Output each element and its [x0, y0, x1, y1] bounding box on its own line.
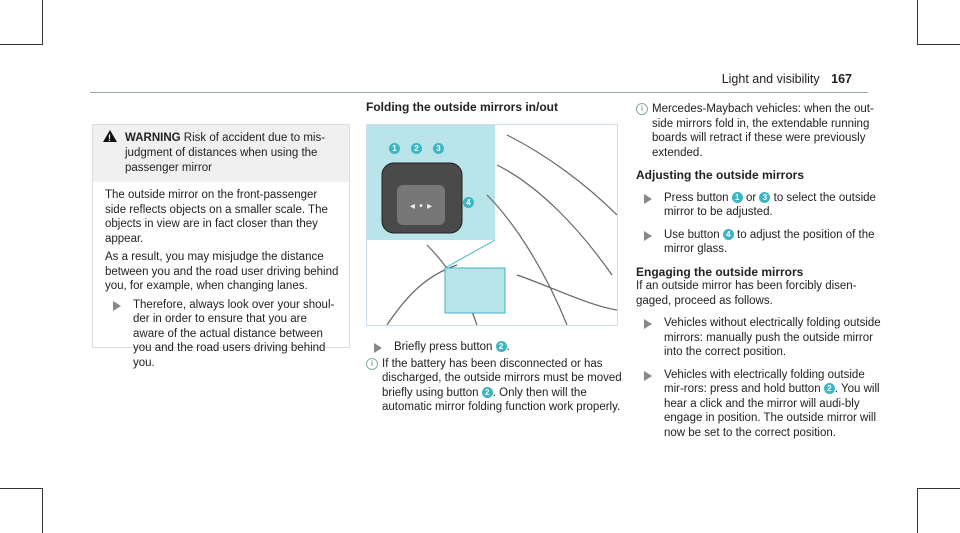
- info-text-tail: . Only then will the automatic mirror fo…: [382, 386, 621, 414]
- warning-icon: [103, 130, 117, 146]
- step-text-tail: . You will hear a click and the mirror w…: [664, 383, 880, 439]
- step-item: Briefly press button 2.: [366, 340, 622, 355]
- info-text: Mercedes-Maybach vehicles: when the out-…: [652, 103, 874, 159]
- button-badge: 2: [481, 386, 493, 398]
- crop-mark: [917, 488, 960, 489]
- step-text: to select the outside mirror to be adjus…: [664, 191, 876, 219]
- button-badge: 4: [722, 228, 734, 240]
- info-icon: i: [636, 103, 648, 115]
- warning-label: WARNING: [125, 132, 181, 144]
- mirror-switch-figure: ◂ • ▸ 1 2 3 4: [366, 124, 618, 326]
- arrow-icon: [374, 343, 382, 353]
- section-heading: Adjusting the outside mirrors: [636, 168, 805, 182]
- mirror-adjust-column: i Mercedes-Maybach vehicles: when the ou…: [636, 102, 886, 448]
- section-title: Light and visibility: [721, 72, 820, 86]
- crop-mark: [917, 488, 918, 533]
- section-folding: Folding the outside mirrors in/out: [366, 100, 622, 115]
- warning-body: The outside mirror on the front-passenge…: [93, 182, 349, 370]
- callout-badge-1: 1: [389, 143, 400, 154]
- step-item: Vehicles without electrically folding ou…: [636, 316, 886, 360]
- button-badge: 3: [759, 191, 771, 203]
- arrow-icon: [644, 193, 652, 204]
- warning-bullet: Therefore, always look over your shoul-d…: [105, 298, 339, 371]
- warning-paragraph: As a result, you may misjudge the distan…: [105, 251, 339, 292]
- step-text: Press button: [664, 191, 729, 204]
- crop-mark: [0, 44, 42, 45]
- adjust-pad: [397, 185, 445, 225]
- callout-badge-2: 2: [411, 143, 422, 154]
- page-number: 167: [831, 72, 852, 86]
- crop-mark: [917, 44, 960, 45]
- button-badge: 2: [495, 341, 507, 353]
- step-text: Briefly press button: [394, 341, 493, 353]
- section-heading: Folding the outside mirrors in/out: [366, 100, 558, 114]
- direction-arrows-icon: ◂ • ▸: [410, 201, 432, 212]
- arrow-icon: [644, 230, 652, 241]
- arrow-icon: [113, 300, 121, 311]
- callout-line: [444, 239, 496, 269]
- folding-instructions: Briefly press button 2. i If the battery…: [366, 340, 622, 417]
- crop-mark: [42, 488, 43, 533]
- section-heading: Engaging the outside mirrors: [636, 264, 804, 279]
- info-note: i Mercedes-Maybach vehicles: when the ou…: [636, 102, 886, 160]
- step-text: or: [745, 191, 757, 204]
- button-badge: 1: [731, 191, 743, 203]
- step-item: Vehicles with electrically folding outsi…: [636, 368, 886, 441]
- warning-title: Risk of accident due to mis-judgment of …: [125, 132, 326, 174]
- crop-mark: [42, 0, 43, 45]
- arrow-icon: [644, 370, 652, 381]
- button-badge: 2: [823, 383, 835, 395]
- info-note: i If the battery has been disconnected o…: [366, 357, 622, 415]
- step-item: Use button 4 to adjust the position of t…: [636, 228, 886, 257]
- warning-box: WARNING Risk of accident due to mis-judg…: [92, 124, 350, 369]
- page-header: Light and visibility 167: [722, 72, 852, 86]
- step-text: to adjust the position of the mirror gla…: [664, 228, 875, 256]
- callout-badge-3: 3: [433, 143, 444, 154]
- header-rule: [90, 92, 868, 93]
- crop-mark: [0, 488, 42, 489]
- callout-badge-4: 4: [463, 197, 474, 208]
- door-illustration: ◂ • ▸: [367, 125, 617, 325]
- info-icon: i: [366, 357, 378, 370]
- arrow-icon: [644, 319, 652, 329]
- info-text: If the battery has been disconnected or …: [382, 357, 622, 399]
- step-text: Use button: [664, 228, 720, 241]
- step-text: Vehicles without electrically folding ou…: [664, 317, 881, 358]
- crop-mark: [917, 0, 918, 45]
- warning-header: WARNING Risk of accident due to mis-judg…: [93, 125, 349, 182]
- switch-highlight: [444, 267, 506, 314]
- warning-paragraph: The outside mirror on the front-passenge…: [105, 189, 328, 245]
- warning-bullet-text: Therefore, always look over your shoul-d…: [133, 298, 335, 369]
- engage-intro: If an outside mirror has been forcibly d…: [636, 280, 857, 307]
- step-text: Vehicles with electrically folding outsi…: [664, 368, 865, 396]
- step-item: Press button 1 or 3 to select the outsid…: [636, 191, 886, 220]
